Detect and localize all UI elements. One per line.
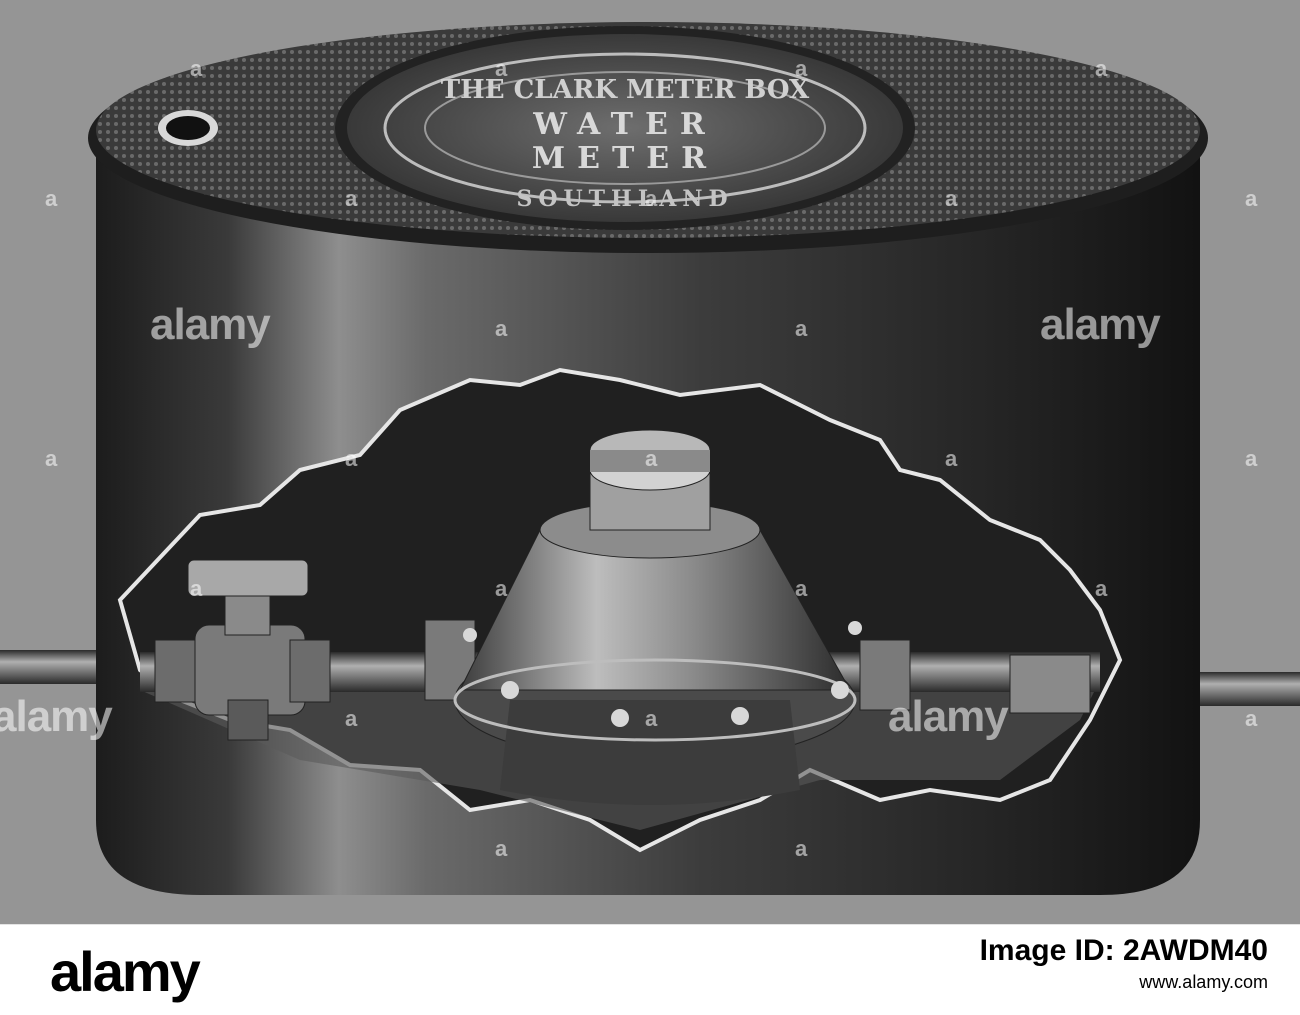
- watermark-mark: a: [645, 446, 657, 471]
- watermark-mark: a: [345, 186, 357, 211]
- watermark-mark: a: [190, 56, 202, 81]
- watermark-mark: a: [1245, 186, 1257, 211]
- watermark-mark: a: [345, 446, 357, 471]
- watermark-mark: a: [795, 56, 807, 81]
- watermark-mark: a: [1095, 576, 1107, 601]
- stock-footer: alamy Image ID: 2AWDM40 www.alamy.com: [0, 924, 1300, 1015]
- watermark-mark: a: [1245, 706, 1257, 731]
- site-url[interactable]: www.alamy.com: [1139, 972, 1268, 992]
- watermark-mark: a: [190, 576, 202, 601]
- lid-text-line2: WATER: [532, 107, 717, 142]
- watermark-logo: alamy: [150, 300, 271, 349]
- water-meter: [424, 429, 1091, 805]
- lid-text-line1: THE CLARK METER BOX: [441, 75, 810, 105]
- watermark-mark: a: [495, 56, 507, 81]
- lid-text-line4: SOUTHLAND: [516, 186, 733, 212]
- watermark-mark: a: [795, 576, 807, 601]
- watermark-mark: a: [1095, 56, 1107, 81]
- watermark-mark: a: [795, 316, 807, 341]
- watermark-mark: a: [795, 836, 807, 861]
- watermark-logo: alamy: [0, 692, 113, 741]
- watermark-logo: alamy: [1040, 300, 1161, 349]
- watermark-mark: a: [345, 706, 357, 731]
- image-meta: Image ID: 2AWDM40 www.alamy.com: [980, 935, 1268, 993]
- lid-medallion: [347, 34, 903, 222]
- watermark-mark: a: [495, 576, 507, 601]
- watermark-mark: a: [945, 446, 957, 471]
- meter-box-photo: THE CLARK METER BOX WATER METER SOUTHLAN…: [0, 0, 1300, 924]
- watermark-mark: a: [45, 186, 57, 211]
- watermark-logo: alamy: [888, 692, 1009, 741]
- watermark-mark: a: [1245, 446, 1257, 471]
- lid-text-line3: METER: [532, 141, 718, 176]
- watermark-mark: a: [945, 186, 957, 211]
- image-id: Image ID: 2AWDM40: [979, 934, 1268, 967]
- watermark-mark: a: [645, 706, 657, 731]
- stop-valve: [154, 559, 331, 741]
- watermark-mark: a: [645, 186, 657, 211]
- watermark-mark: a: [495, 836, 507, 861]
- meter-box-illustration: THE CLARK METER BOX WATER METER SOUTHLAN…: [0, 22, 1300, 895]
- watermark-mark: a: [45, 446, 57, 471]
- watermark-mark: a: [495, 316, 507, 341]
- alamy-logo[interactable]: alamy: [50, 940, 201, 1003]
